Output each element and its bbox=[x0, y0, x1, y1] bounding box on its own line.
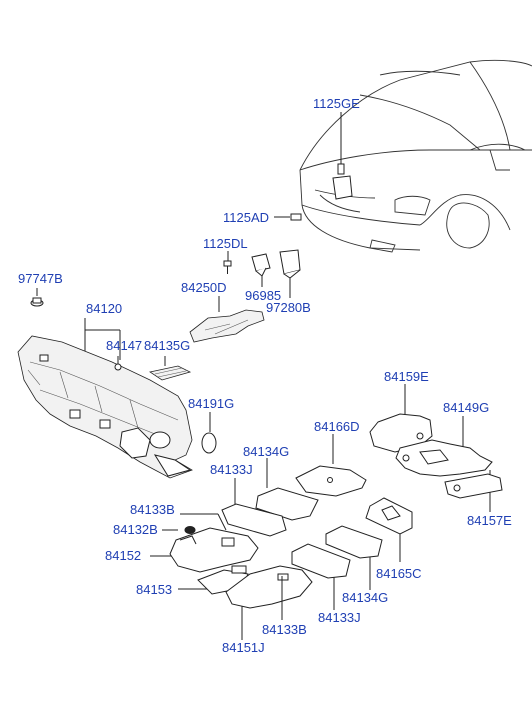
pad-84165c bbox=[365, 497, 413, 562]
callout-97747b: 97747B bbox=[18, 271, 63, 286]
clip-84147 bbox=[114, 356, 122, 371]
car-front-illustration bbox=[299, 59, 532, 253]
seal-84191g bbox=[201, 412, 217, 454]
pad-84135g bbox=[148, 356, 192, 381]
pad-84166d bbox=[295, 434, 367, 497]
bracket-97280b bbox=[279, 249, 301, 298]
callout-84191g: 84191G bbox=[188, 396, 234, 411]
callout-84120: 84120 bbox=[86, 301, 122, 316]
callout-1125ad: 1125AD bbox=[223, 210, 269, 225]
callout-84165c: 84165C bbox=[376, 566, 422, 581]
callout-84151j: 84151J bbox=[222, 640, 265, 655]
pad-84133j-upper bbox=[221, 478, 287, 537]
callout-84153: 84153 bbox=[136, 582, 172, 597]
callout-97280b: 97280B bbox=[266, 300, 311, 315]
callout-84157e: 84157E bbox=[467, 513, 512, 528]
hood-bolt-1125ge bbox=[332, 112, 353, 200]
callout-84147: 84147 bbox=[106, 338, 142, 353]
pad-84152 bbox=[150, 527, 259, 573]
callout-84132b: 84132B bbox=[113, 522, 158, 537]
grommet-97747b bbox=[30, 288, 44, 307]
dash-insulator-84120 bbox=[17, 318, 193, 479]
pad-84134g-lower bbox=[325, 525, 383, 590]
callout-84133j-upper: 84133J bbox=[210, 462, 253, 477]
callout-84134g-upper: 84134G bbox=[243, 444, 289, 459]
screw-1125ad bbox=[274, 213, 302, 221]
pad-84151j bbox=[225, 565, 313, 640]
pad-84159e bbox=[369, 384, 433, 453]
callout-84133b-upper: 84133B bbox=[130, 502, 175, 517]
pad-84157e bbox=[444, 470, 503, 512]
callout-84250d: 84250D bbox=[181, 280, 227, 295]
callout-1125ge: 1125GE bbox=[313, 96, 360, 111]
screw-1125dl bbox=[223, 251, 232, 274]
insulator-84250d bbox=[189, 296, 265, 343]
plug-84132b bbox=[162, 526, 196, 534]
callout-96985: 96985 bbox=[245, 288, 281, 303]
pad-84149g bbox=[395, 416, 493, 477]
callout-84159e: 84159E bbox=[384, 369, 429, 384]
callout-84133j-lower: 84133J bbox=[318, 610, 361, 625]
callout-84133b-lower: 84133B bbox=[262, 622, 307, 637]
callout-84134g-lower: 84134G bbox=[342, 590, 388, 605]
callout-84166d: 84166D bbox=[314, 419, 360, 434]
callout-84149g: 84149G bbox=[443, 400, 489, 415]
pad-84133b-upper bbox=[180, 513, 227, 531]
pad-84134g-upper bbox=[255, 458, 319, 521]
clip-96985 bbox=[251, 253, 271, 287]
callout-1125dl: 1125DL bbox=[203, 236, 248, 251]
pad-84133j-lower bbox=[291, 543, 351, 610]
callout-84135g: 84135G bbox=[144, 338, 190, 353]
callout-84152: 84152 bbox=[105, 548, 141, 563]
